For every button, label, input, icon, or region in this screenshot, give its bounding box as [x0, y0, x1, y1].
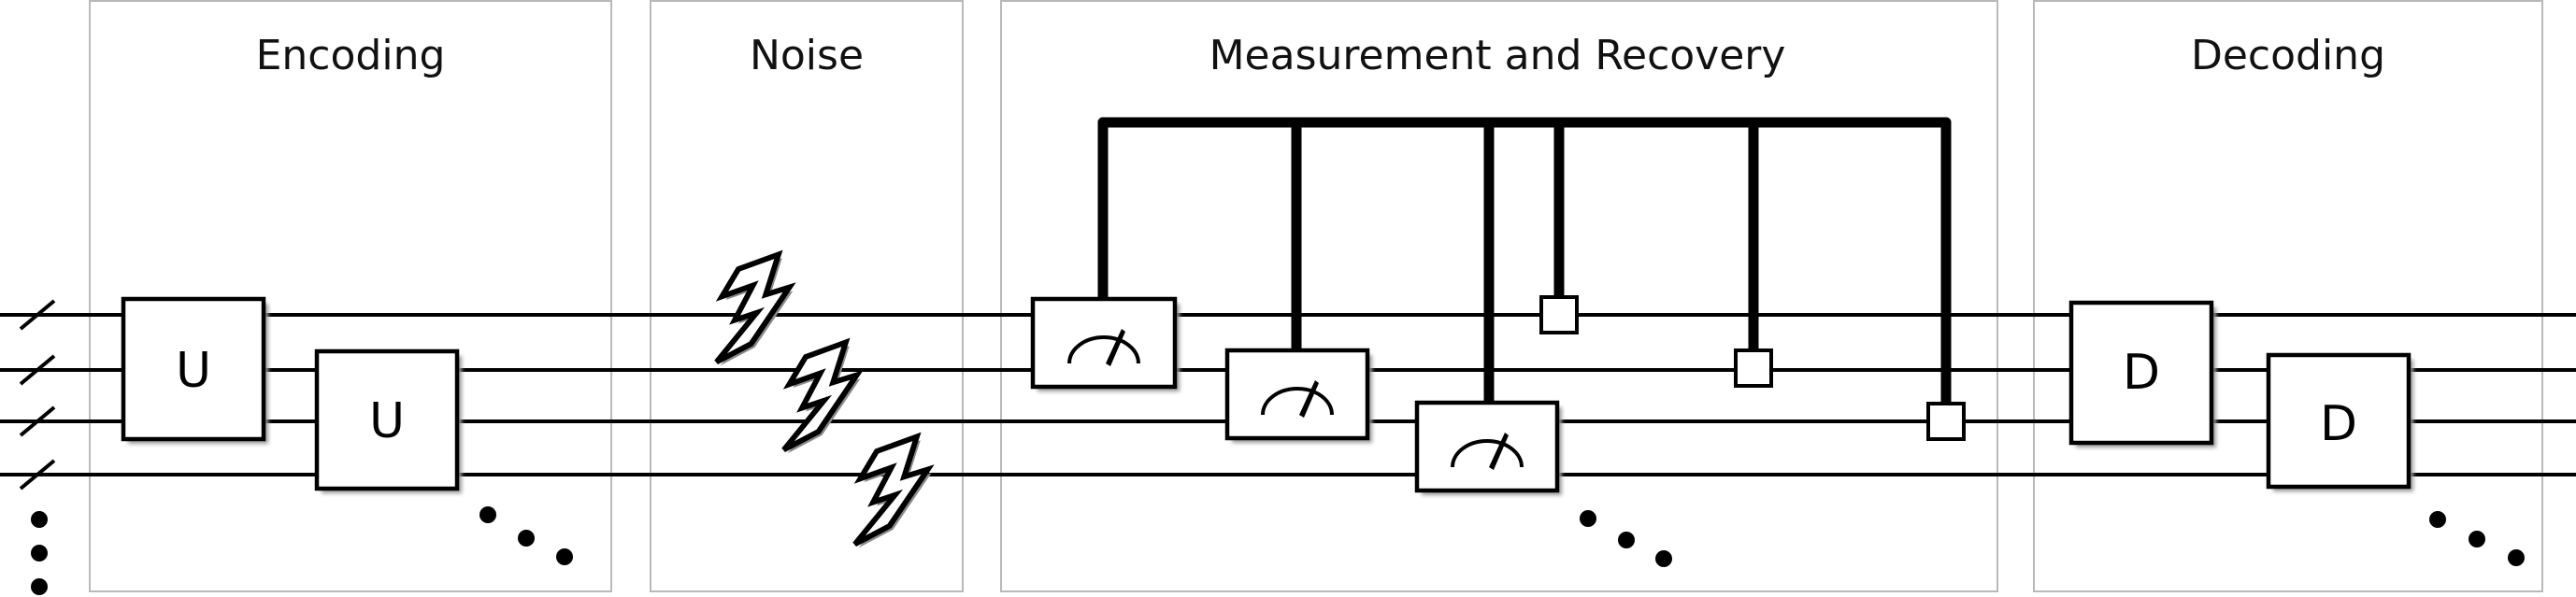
recovery-control-1	[1539, 295, 1579, 334]
gate-label: U	[176, 343, 211, 399]
measurement-gate-3	[1414, 400, 1562, 495]
classical-control-bus	[1097, 117, 1952, 409]
recovery-control-3	[1926, 402, 1966, 441]
meter-gauge-icon	[1261, 380, 1334, 418]
section-encoding: Encoding	[89, 0, 612, 592]
encoding-gate-1: U	[121, 296, 268, 444]
ellipsis-vertical-icon	[31, 511, 48, 595]
ellipsis-dots-icon	[479, 506, 573, 565]
meter-gauge-icon	[1451, 433, 1524, 470]
section-measurement: Measurement and Recovery	[1000, 0, 1998, 592]
gate-label: U	[369, 393, 405, 449]
ellipsis-dots-icon	[1580, 510, 1672, 567]
measurement-gate-2	[1224, 348, 1372, 443]
section-title-noise: Noise	[750, 32, 864, 79]
gate-label: D	[2320, 396, 2357, 452]
recovery-control-2	[1734, 348, 1773, 388]
meter-gauge-icon	[1067, 329, 1140, 366]
section-noise: Noise	[650, 0, 964, 592]
slash-icon	[19, 299, 56, 490]
decoding-gate-2: D	[2266, 352, 2413, 491]
section-title-encoding: Encoding	[256, 32, 446, 79]
gate-label: D	[2123, 345, 2160, 401]
ellipsis-dots-icon	[2429, 511, 2525, 566]
encoding-gate-2: U	[314, 348, 462, 493]
measurement-gate-1	[1030, 296, 1180, 391]
section-title-measurement: Measurement and Recovery	[1209, 32, 1786, 79]
decoding-gate-1: D	[2068, 300, 2216, 448]
section-decoding: Decoding	[2033, 0, 2543, 592]
section-title-decoding: Decoding	[2191, 32, 2385, 79]
